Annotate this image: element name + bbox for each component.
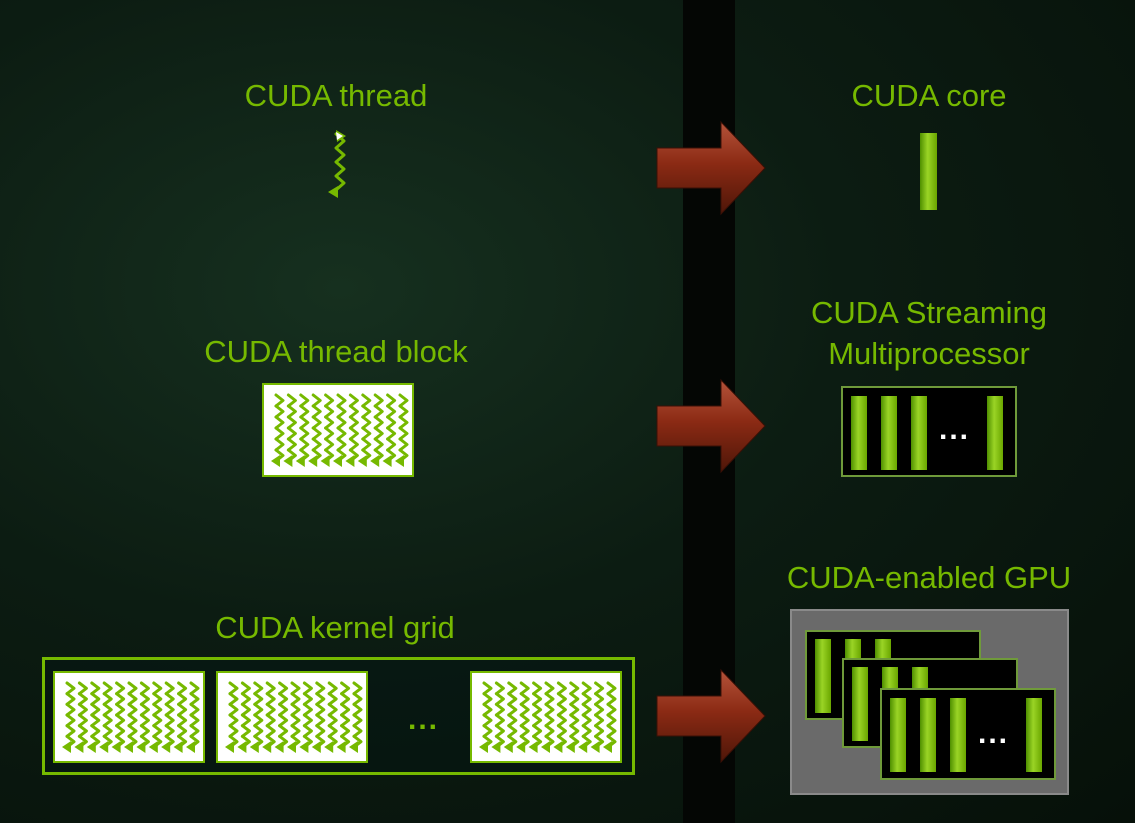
grid-block-last [470, 671, 622, 763]
grid-block-2-waves [225, 681, 363, 753]
mapping-arrow-icon-grid-gpu [656, 669, 766, 763]
streaming-multiprocessor: ... [841, 386, 1017, 477]
grid-label: CUDA kernel grid [215, 610, 455, 645]
grid-block-1-waves [62, 681, 200, 753]
sm-core-last [987, 396, 1003, 470]
gpu-sm-3: ... [880, 688, 1056, 780]
grid-block-1 [53, 671, 205, 763]
sm-ellipsis: ... [939, 413, 971, 446]
thread-block [262, 383, 414, 477]
block-label: CUDA thread block [204, 334, 468, 369]
gpu-label: CUDA-enabled GPU [786, 560, 1072, 595]
sm-core-2 [881, 396, 897, 470]
grid-block-2 [216, 671, 368, 763]
grid-block-last-waves [479, 681, 617, 753]
sm-label-line1: CUDA Streaming [810, 295, 1048, 330]
gpu-sm-3-core-last [1026, 698, 1042, 772]
gpu-sm-3-core-1 [890, 698, 906, 772]
sm-label-line2: Multiprocessor [828, 336, 1030, 371]
mapping-arrow-icon-block-sm [656, 379, 766, 473]
mapping-arrow-icon-thread-core [656, 121, 766, 215]
sm-label: CUDA Streaming Multiprocessor [729, 292, 1129, 374]
gpu-ellipsis: ... [978, 717, 1010, 750]
cuda-core-bar-icon [920, 133, 937, 210]
cuda-gpu: ... [790, 609, 1069, 795]
thread-block-waves [271, 393, 409, 467]
gpu-sm-2-core-1 [852, 667, 868, 741]
thread-label: CUDA thread [244, 78, 428, 113]
gpu-sm-3-core-2 [920, 698, 936, 772]
thread-wave-icon [328, 130, 346, 198]
gpu-sm-3-core-3 [950, 698, 966, 772]
grid-ellipsis: ... [408, 703, 440, 736]
sm-core-1 [851, 396, 867, 470]
gpu-sm-1-core-1 [815, 639, 831, 713]
core-label: CUDA core [851, 78, 1007, 113]
sm-core-3 [911, 396, 927, 470]
